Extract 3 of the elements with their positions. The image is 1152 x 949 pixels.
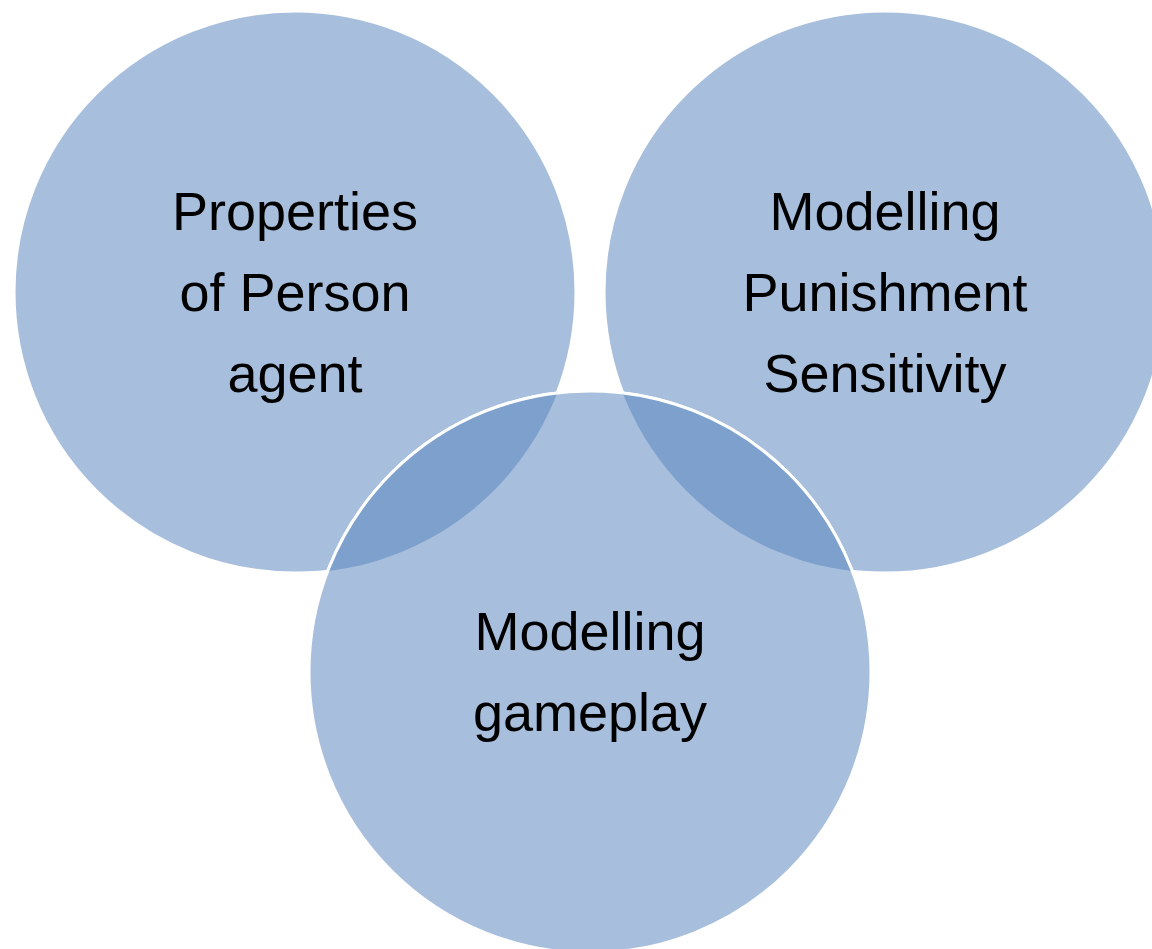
circle-label: Modelling gameplay: [471, 600, 709, 744]
circle-label: Modelling Punishment Sensitivity: [741, 179, 1029, 405]
circle-label: Properties of Person agent: [170, 179, 420, 405]
